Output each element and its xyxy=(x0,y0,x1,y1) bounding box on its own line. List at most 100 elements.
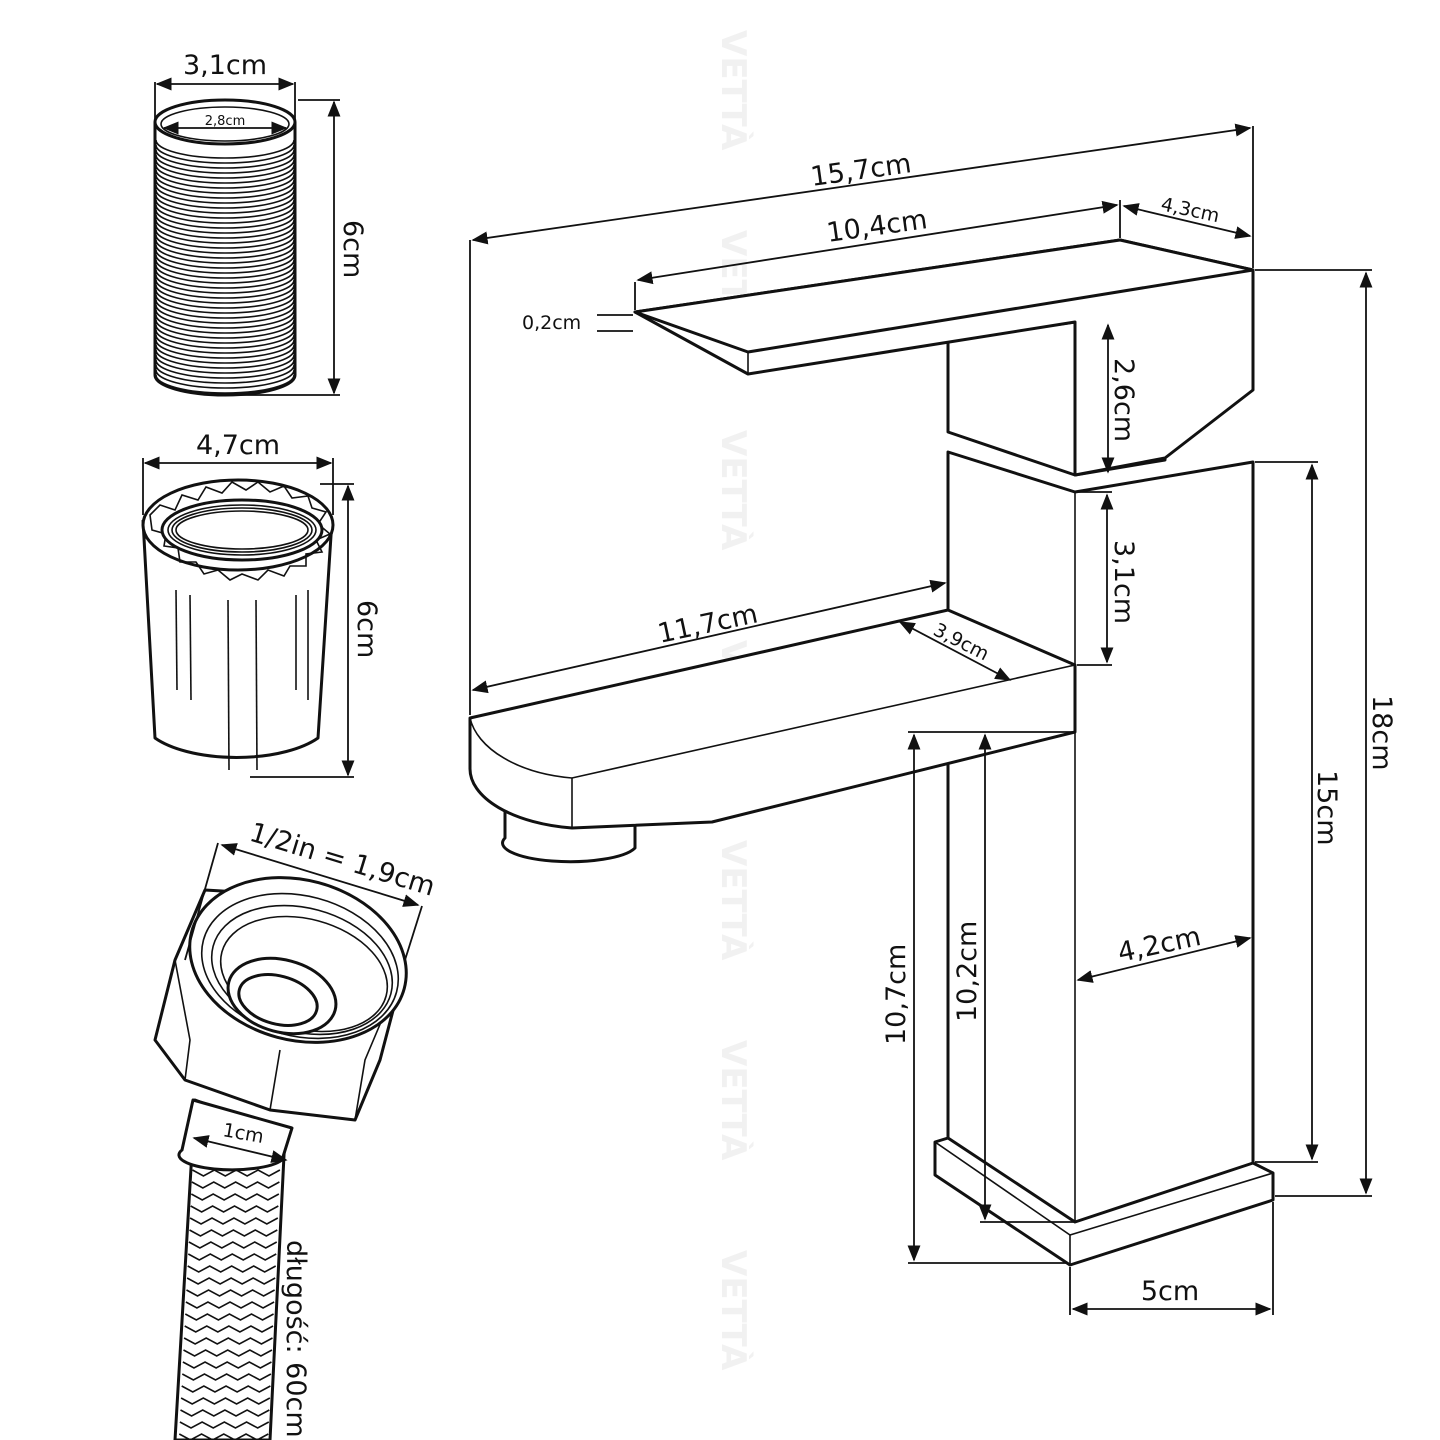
thread-line xyxy=(155,269,295,289)
braid-line xyxy=(186,1277,276,1285)
thread-line xyxy=(155,279,295,299)
hose-insert-height-label: 6cm xyxy=(337,220,368,278)
faucet-dimensions: 15,7cm 10,4cm 4,3cm 0,2cm 2,6cm 18cm 15c… xyxy=(469,123,1397,1316)
thread-line xyxy=(155,164,295,184)
thread-line xyxy=(155,239,295,259)
thread-line xyxy=(155,304,295,324)
thread-line xyxy=(155,349,295,369)
thread-line xyxy=(155,209,295,229)
braid-line xyxy=(181,1385,271,1393)
braid-line xyxy=(182,1361,272,1369)
faucet-total-length-label: 15,7cm xyxy=(809,148,914,193)
thread-line xyxy=(155,139,295,159)
thread-line xyxy=(155,169,295,189)
thread-line xyxy=(155,344,295,364)
thread-line xyxy=(155,194,295,214)
thread-line xyxy=(155,259,295,279)
hose-length-label: długość: 60cm xyxy=(280,1240,311,1438)
thread-line xyxy=(155,199,295,219)
thread-line xyxy=(155,374,295,394)
braid-line xyxy=(186,1289,276,1297)
thread-line xyxy=(155,309,295,329)
thread-line xyxy=(155,204,295,224)
hose-insert-inner-diameter-label: 2,8cm xyxy=(205,114,246,129)
hose-braid xyxy=(178,1169,281,1440)
faucet-total-height-label: 18cm xyxy=(1366,695,1397,771)
thread-line xyxy=(155,244,295,264)
watermark-3: VETTÀ xyxy=(713,430,754,551)
thread-line xyxy=(155,354,295,374)
thread-line xyxy=(155,294,295,314)
hose-insert-outer-diameter-label: 3,1cm xyxy=(183,50,267,81)
braid-line xyxy=(189,1229,278,1237)
faucet-lever-thickness-label: 0,2cm xyxy=(522,312,581,334)
thread-line xyxy=(155,284,295,304)
thread-line xyxy=(155,329,295,349)
thread-line xyxy=(155,214,295,234)
nut-width-label: 4,7cm xyxy=(196,430,280,461)
braid-line xyxy=(190,1193,280,1201)
watermark-6: VETTÀ xyxy=(713,1040,754,1161)
hose-insert-dimensions: 3,1cm 2,8cm 6cm xyxy=(154,50,368,396)
braid-line xyxy=(183,1337,273,1345)
faucet-spout-clearance-label: 10,7cm xyxy=(881,944,912,1045)
braid-line xyxy=(181,1373,272,1381)
thread-line xyxy=(155,364,295,384)
braid-line xyxy=(180,1397,271,1405)
braid-line xyxy=(180,1409,270,1417)
braid-line xyxy=(190,1205,279,1213)
thread-line xyxy=(155,179,295,199)
thread-line xyxy=(155,229,295,249)
watermark-1: VETTÀ xyxy=(713,30,754,151)
faucet-drawing xyxy=(468,238,1275,1267)
thread-line xyxy=(155,184,295,204)
faucet-collar-height-label: 3,1cm xyxy=(1108,540,1139,624)
thread-line xyxy=(155,174,295,194)
thread-line xyxy=(155,319,295,339)
faucet-inner-clearance-label: 10,2cm xyxy=(952,921,983,1022)
nut-dimensions: 4,7cm 6cm xyxy=(142,430,382,778)
watermark-5: VETTÀ xyxy=(713,840,754,961)
thread-line xyxy=(155,144,295,164)
hose-insert-threads xyxy=(155,139,295,394)
nut-drawing xyxy=(141,478,335,771)
braid-line xyxy=(185,1301,275,1309)
thread-line xyxy=(155,254,295,274)
braid-line xyxy=(187,1265,277,1273)
braid-line xyxy=(189,1217,279,1225)
thread-line xyxy=(155,189,295,209)
watermark-7: VETTÀ xyxy=(713,1250,754,1371)
hose-insert-drawing xyxy=(153,98,297,397)
braid-line xyxy=(184,1325,274,1333)
thread-line xyxy=(155,359,295,379)
braid-line xyxy=(183,1349,273,1357)
faucet-base-width-label: 5cm xyxy=(1141,1276,1199,1307)
thread-line xyxy=(155,224,295,244)
faucet-lever-base-height-label: 2,6cm xyxy=(1108,358,1139,442)
thread-line xyxy=(155,299,295,319)
thread-line xyxy=(155,154,295,174)
thread-line xyxy=(155,274,295,294)
thread-line xyxy=(155,334,295,354)
thread-line xyxy=(155,339,295,359)
braid-line xyxy=(188,1241,278,1249)
thread-line xyxy=(155,264,295,284)
nut-height-label: 6cm xyxy=(351,600,382,658)
thread-line xyxy=(155,289,295,309)
braid-line xyxy=(187,1253,277,1261)
braid-line xyxy=(179,1421,270,1429)
thread-line xyxy=(155,159,295,179)
thread-line xyxy=(155,324,295,344)
thread-line xyxy=(155,249,295,269)
braid-line xyxy=(178,1433,269,1440)
thread-line xyxy=(155,314,295,334)
thread-line xyxy=(155,369,295,389)
braid-line xyxy=(191,1181,280,1189)
thread-line xyxy=(155,234,295,254)
thread-line xyxy=(155,219,295,239)
hose-drawing xyxy=(153,876,408,1440)
thread-line xyxy=(155,149,295,169)
faucet-body-height-label: 15cm xyxy=(1311,770,1342,846)
braid-line xyxy=(184,1313,274,1321)
